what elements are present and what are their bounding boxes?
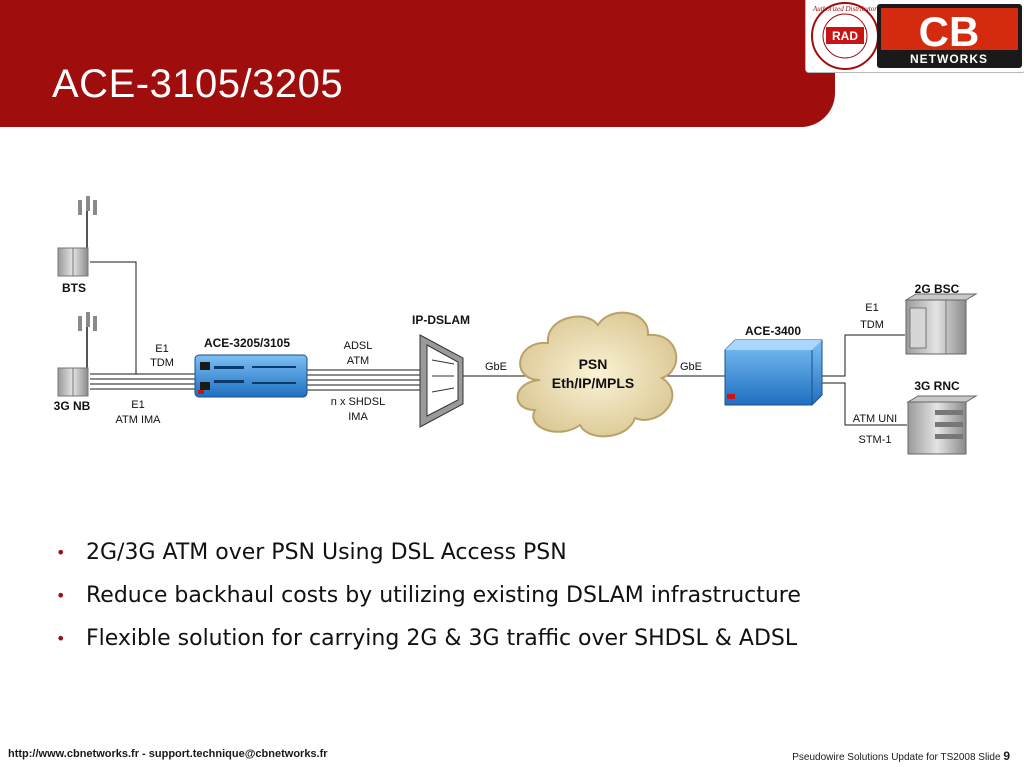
e1-tdm-right-line2: TDM — [860, 319, 884, 331]
bullet-text: 2G/3G ATM over PSN Using DSL Access PSN — [86, 540, 567, 565]
psn-line1: PSN — [579, 356, 608, 372]
ip-dslam-label: IP-DSLAM — [412, 313, 470, 327]
footer-contact-link[interactable]: http://www.cbnetworks.fr - support.techn… — [8, 748, 328, 760]
slide-number: 9 — [1003, 749, 1010, 763]
ace-3205-label: ACE-3205/3105 — [204, 336, 290, 350]
e1-atm-line2: ATM IMA — [115, 414, 161, 426]
rnc-3g-icon — [906, 395, 978, 455]
stm1-label: STM-1 — [859, 434, 892, 446]
footer-slide-info: Pseudowire Solutions Update for TS2008 S… — [792, 749, 1010, 763]
adsl-line2: ATM — [347, 355, 369, 367]
list-item: • 2G/3G ATM over PSN Using DSL Access PSN — [56, 536, 801, 579]
networks-logo-text: NETWORKS — [910, 52, 988, 66]
header-band — [0, 0, 835, 127]
logo-ring-text: Authorized Distributor — [812, 5, 877, 13]
atm-uni-label: ATM UNI — [853, 413, 897, 425]
bullet-text: Flexible solution for carrying 2G & 3G t… — [86, 626, 798, 651]
bullet-text: Reduce backhaul costs by utilizing exist… — [86, 583, 801, 608]
adsl-line1: ADSL — [344, 340, 373, 352]
list-item: • Flexible solution for carrying 2G & 3G … — [56, 622, 801, 665]
bullet-icon: • — [56, 629, 66, 648]
ip-dslam-icon — [419, 334, 464, 428]
bullet-icon: • — [56, 543, 66, 562]
ace-3400-device-icon — [724, 339, 823, 406]
e1-tdm-left-line2: TDM — [150, 357, 174, 369]
nb-3g-label: 3G NB — [54, 399, 91, 413]
nb-tower-icon — [57, 312, 97, 397]
bts-label: BTS — [62, 281, 86, 295]
rad-logo-icon — [826, 27, 864, 44]
bullet-list: • 2G/3G ATM over PSN Using DSL Access PSN… — [56, 536, 801, 665]
e1-atm-line1: E1 — [131, 399, 144, 411]
ace-3400-label: ACE-3400 — [745, 324, 801, 338]
cb-logo-text: CB — [919, 8, 980, 55]
cb-networks-logo: RAD Authorized Distributor CB NETWORKS — [805, 0, 1024, 73]
gbe-left-label: GbE — [485, 361, 507, 373]
shdsl-line2: IMA — [348, 411, 368, 423]
slide-title: ACE-3105/3205 — [52, 62, 344, 106]
psn-cloud-icon — [516, 311, 678, 438]
e1-tdm-right-line1: E1 — [865, 302, 878, 314]
rnc-3g-label: 3G RNC — [914, 379, 960, 393]
bsc-2g-icon — [904, 293, 978, 355]
gbe-right-label: GbE — [680, 361, 702, 373]
e1-tdm-left-line1: E1 — [155, 343, 168, 355]
connection-lines — [90, 261, 907, 426]
list-item: • Reduce backhaul costs by utilizing exis… — [56, 579, 801, 622]
bullet-icon: • — [56, 586, 66, 605]
shdsl-line1: n x SHDSL — [331, 396, 385, 408]
bsc-2g-label: 2G BSC — [915, 282, 960, 296]
footer-presentation-title: Pseudowire Solutions Update for TS2008 S… — [792, 752, 1004, 763]
rad-logo-text: RAD — [832, 29, 858, 43]
bts-tower-icon — [57, 196, 97, 277]
ace-3205-device-icon — [194, 354, 308, 398]
psn-line2: Eth/IP/MPLS — [552, 375, 634, 391]
